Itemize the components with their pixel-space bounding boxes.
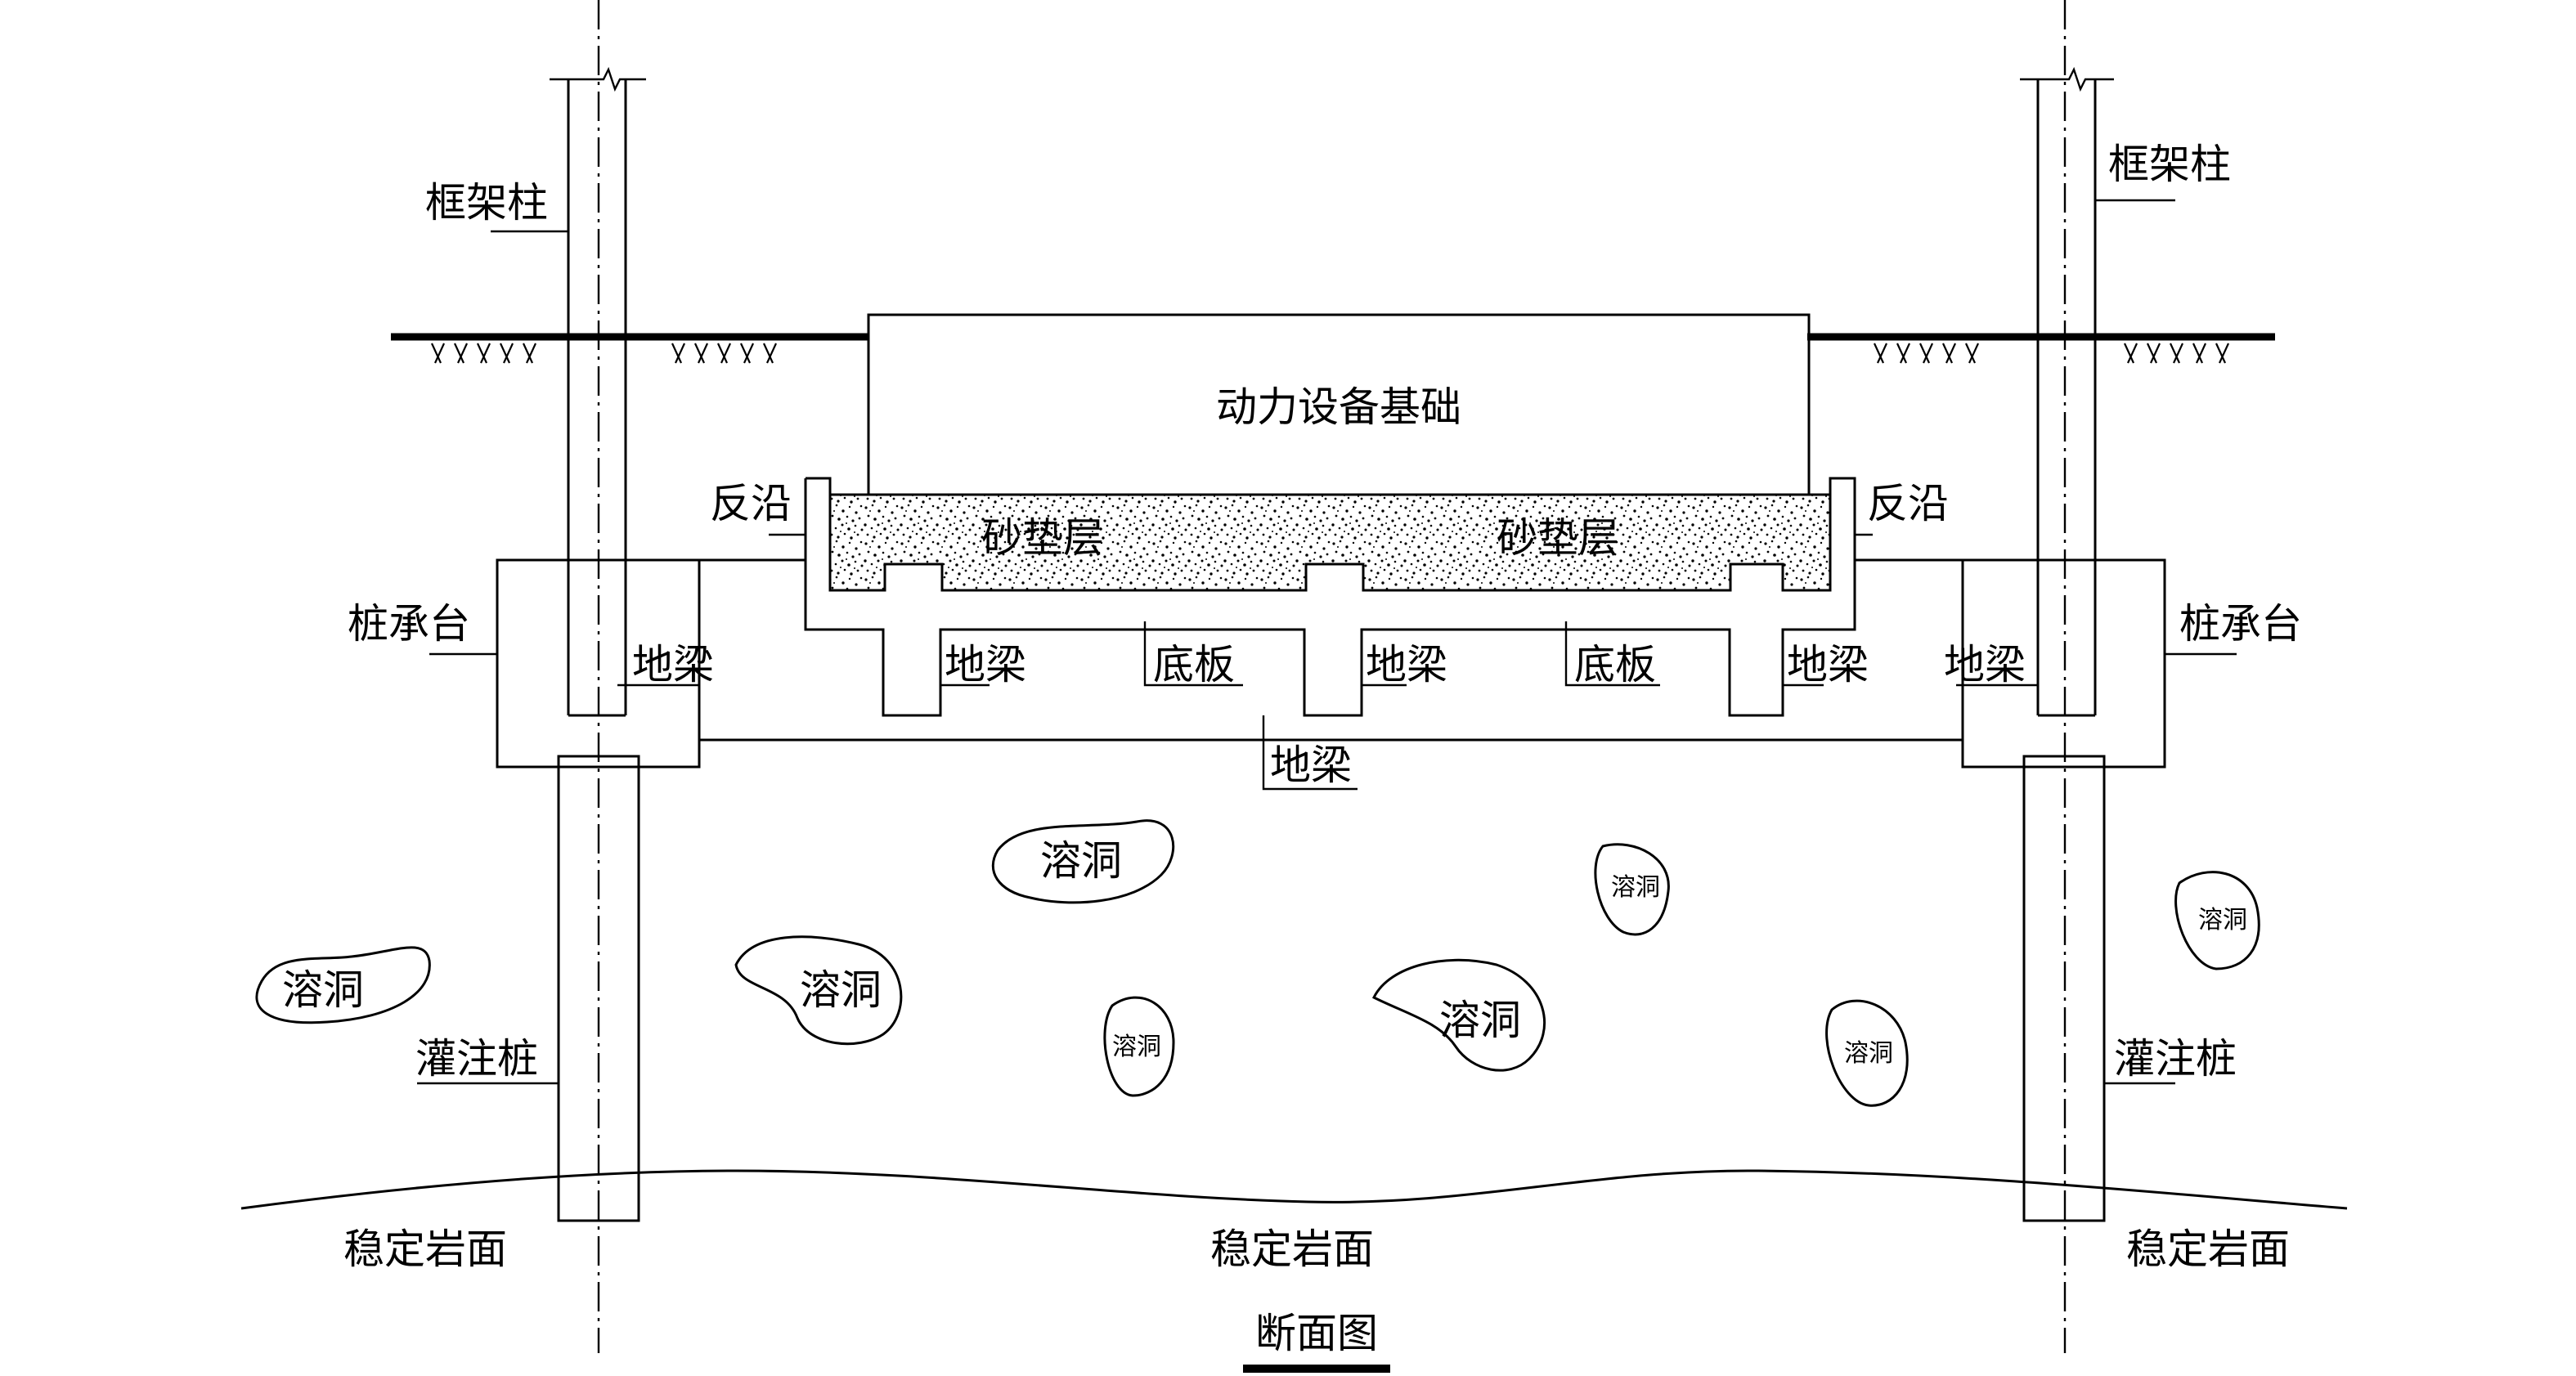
sand-cushion-left-label: 砂垫层 — [981, 514, 1104, 562]
frame-column-left-label: 框架柱 — [425, 179, 548, 226]
bored-pile-right-label: 灌注桩 — [2114, 1035, 2237, 1082]
leader-lines — [417, 199, 2237, 1085]
karst-cave-label: 溶洞 — [1844, 1039, 1893, 1068]
karst-cave-label: 溶洞 — [282, 966, 364, 1014]
ground-beam-bottom-label: 地梁 — [1270, 742, 1352, 789]
pile-cap-left-label: 桩承台 — [348, 600, 470, 648]
raft-foundation — [806, 477, 1963, 592]
sand-cushion — [828, 493, 1832, 592]
soil-hatch — [431, 343, 2229, 364]
frame-column-right-label: 框架柱 — [2108, 141, 2231, 188]
raft-bottom — [804, 560, 1856, 717]
karst-cave-label: 溶洞 — [1040, 837, 1122, 885]
section-title: 断面图 — [1255, 1310, 1378, 1357]
frame-column-left — [550, 66, 646, 717]
karst-cave-label: 溶洞 — [1611, 873, 1660, 902]
stable-rock-right-label: 稳定岩面 — [2126, 1226, 2290, 1273]
karst-caves — [255, 819, 2260, 1107]
ground-beam-1-label: 地梁 — [945, 641, 1026, 688]
karst-cave-label: 溶洞 — [1439, 997, 1521, 1044]
bored-pile-left-label: 灌注桩 — [415, 1035, 538, 1082]
karst-cave-label: 溶洞 — [800, 966, 882, 1014]
stable-rock-center-label: 稳定岩面 — [1210, 1226, 1374, 1273]
karst-cave-label: 溶洞 — [1112, 1033, 1161, 1061]
upturn-right-label: 反沿 — [1867, 480, 1949, 527]
equipment-foundation-label: 动力设备基础 — [1216, 383, 1461, 431]
frame-column-right — [2020, 66, 2114, 717]
ground-beam-3-label: 地梁 — [1787, 641, 1869, 688]
upturn-left-label: 反沿 — [710, 480, 792, 527]
rock-surface-line — [240, 1169, 2348, 1210]
ground-beam-right-cap-label: 地梁 — [1944, 641, 2026, 688]
ground-beam-2-label: 地梁 — [1366, 641, 1447, 688]
sand-cushion-right-label: 砂垫层 — [1497, 514, 1619, 562]
base-slab-1-label: 底板 — [1153, 641, 1235, 688]
ground-beam-left-cap-label: 地梁 — [632, 641, 714, 688]
labels: 框架柱 框架柱 动力设备基础 反沿 反沿 砂垫层 砂垫层 桩承台 桩承台 地梁 … — [282, 141, 2302, 1357]
karst-cave-label: 溶洞 — [2198, 906, 2247, 935]
stable-rock-left-label: 稳定岩面 — [343, 1226, 507, 1273]
base-slab-2-label: 底板 — [1574, 641, 1656, 688]
pile-cap-right-label: 桩承台 — [2179, 600, 2302, 648]
